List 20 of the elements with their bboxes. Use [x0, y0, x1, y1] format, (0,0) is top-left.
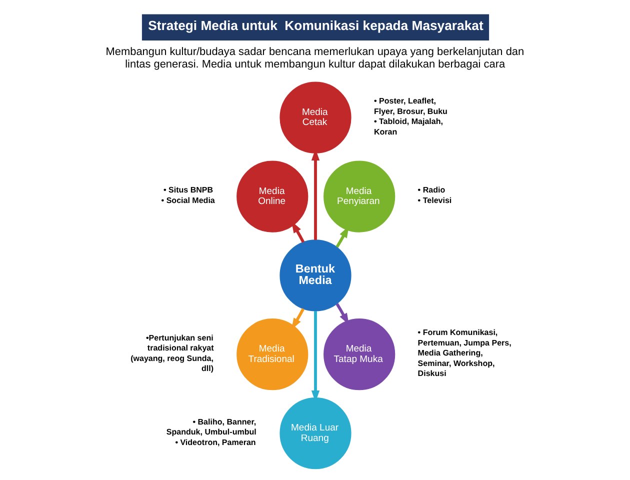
arrow [335, 226, 348, 248]
node-circle: Bentuk Media [279, 240, 351, 312]
node-circle: Media Cetak [279, 82, 351, 154]
arrow [335, 303, 349, 325]
node-label: • Videotron, Pameran [174, 438, 256, 447]
arrow [290, 221, 304, 243]
node-label: • Baliho, Banner, Spanduk, Umbul-umbul [166, 417, 256, 437]
node-label: • Tabloid, Majalah, Koran [373, 117, 442, 136]
diagram-title: Strategi Media untuk Komunikasi kepada Masyarakat [148, 18, 483, 33]
label: Membangun kultur/budaya sadar bencana memerlukan upaya yang berkelanjutan dan lintas generasi. Media untuk membangun kultur dapat dilakukan berbagai cara [105, 46, 524, 71]
node-label: • Radio [417, 186, 445, 195]
node-circle: Media Tatap Muka [323, 318, 395, 390]
node-circle: Media Penyiaran [323, 160, 395, 232]
node-label: •Pertunjukan seni tradisional rakyat (wayang, reog Sunda, dll) [130, 333, 214, 374]
node-label: • Forum Komunikasi, Pertemuan, Jumpa Pers, Media Gathering, Seminar, Workshop, Diskusi [417, 328, 511, 378]
node-label: • Situs BNPB [163, 186, 213, 195]
node-label: • Poster, Leaflet, Flyer, Brosur, Buku [373, 96, 447, 116]
node-circle: Media Luar Ruang [279, 397, 351, 470]
node-label: • Social Media [160, 196, 214, 205]
node-label: • Televisi [417, 196, 452, 205]
